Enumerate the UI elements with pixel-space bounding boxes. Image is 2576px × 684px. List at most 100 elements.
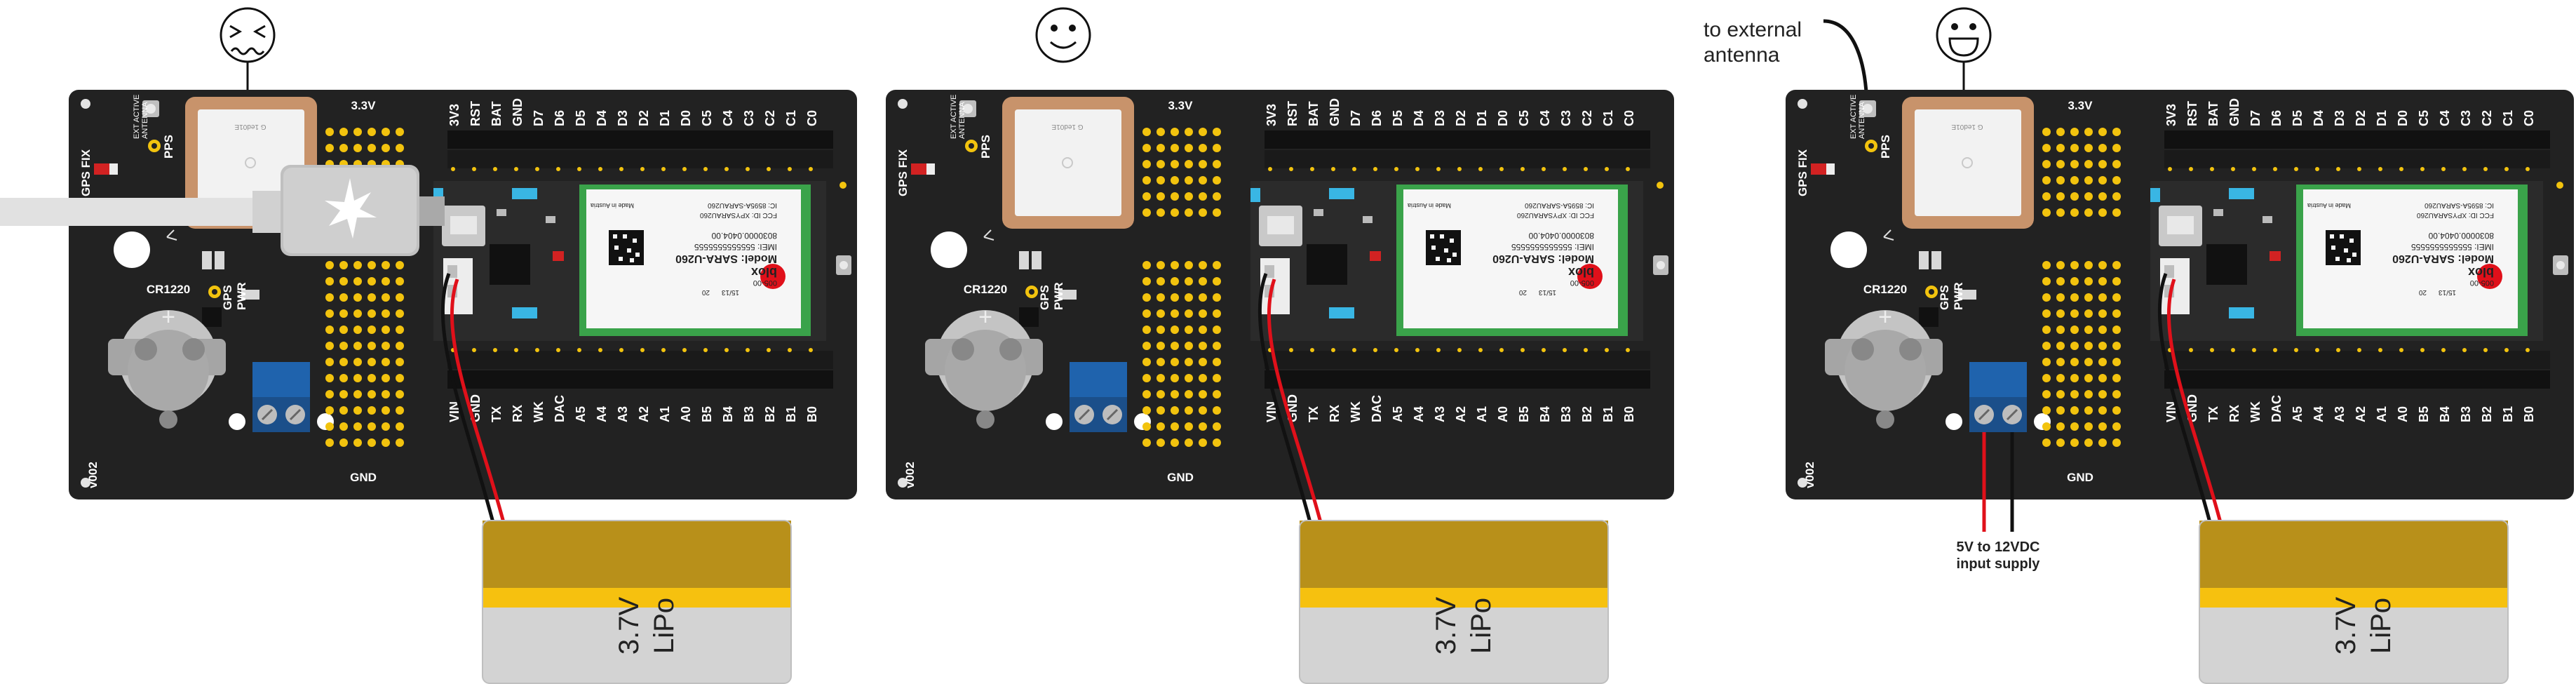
pin-label-bottom: A3 [2333,406,2347,422]
gps-pwr-label-1: GPS [1938,285,1951,310]
pin-label-top: D4 [1412,110,1426,126]
pin-label-bottom: B1 [1601,406,1615,422]
modem-imei-text: IMEI: 5555555555555 [1511,242,1594,252]
pin-label-top: C1 [784,110,798,126]
coin-cell-label: CR1220 [1863,283,1907,296]
pin-label-bottom: WK [1349,401,1363,422]
coin-plus: + [161,304,175,330]
coin-plus: + [978,304,992,330]
lipo-battery: 3.7V LiPo [1299,520,1609,684]
pin-label-bottom: TX [2206,406,2220,422]
pin-label-top: D4 [2312,110,2326,126]
ext-antenna-label-1: EXT ACTIVE [950,95,958,139]
modem-model-text: Model: SARA-U260 [675,253,777,264]
pin-label-top: D7 [532,110,546,126]
modem-ic-text: IC: 8595A-SARAU260 [2425,201,2494,209]
pin-label-top: BAT [490,101,504,126]
panel-dc-powered: to external antenna GPS FIX EXT ACTIVE A… [1704,7,2575,684]
pin-label-top: D3 [2333,110,2347,126]
pin-label-bottom: A5 [574,406,588,422]
pin-label-bottom: B5 [2417,406,2431,422]
pin-label-bottom: DAC [553,395,567,422]
ext-antenna-label-1: EXT ACTIVE [1849,95,1858,139]
pin-label-bottom: A4 [1412,406,1426,422]
modem-rev-text: 20 [701,288,710,296]
pin-label-bottom: RX [2227,405,2241,422]
pin-label-bottom: B5 [1517,406,1531,422]
pin-label-bottom: A5 [1391,406,1405,422]
pin-label-top: C2 [763,110,777,126]
pin-label-bottom: RX [511,405,525,422]
pin-label-bottom: TX [490,406,504,422]
modem-fcc-text: FCC ID: XPYSARAU260 [700,211,777,219]
board-labels: GPS FIX EXT ACTIVE ANTENNA PPS GPS PWR C… [1796,95,2093,488]
pin-label-bottom: A2 [1454,406,1468,422]
pin-label-bottom: B0 [2522,406,2536,422]
pin-label-top: BAT [2206,101,2220,126]
modem-ic-text: IC: 8595A-SARAU260 [708,201,777,209]
pin-label-top: C0 [1622,110,1636,126]
pin-label-top: C1 [2501,110,2515,126]
battery-voltage-label: 3.7V [1431,597,1462,655]
pin-label-bottom: A4 [2312,406,2326,422]
pin-label-bottom: A3 [616,406,630,422]
pin-label-bottom: B5 [700,406,714,422]
pin-label-top: D1 [2375,110,2389,126]
pin-label-top: C4 [1538,110,1552,126]
gps-module-text: G 1ed01E [1951,123,1983,130]
modem-made-text: Made in Austria [1408,202,1451,209]
version-label: v002 [86,462,100,488]
version-label: v002 [903,462,917,488]
ext-antenna-label-2: ANTENNA [1858,102,1866,139]
modem-imei-text: IMEI: 5555555555555 [694,242,777,252]
pin-label-bottom: A1 [658,406,672,422]
pin-label-top: D4 [595,110,609,126]
pin-label-bottom: B3 [2459,406,2473,422]
lipo-battery: 3.7V LiPo [482,520,792,684]
gps-fix-label: GPS FIX [896,149,910,196]
pin-label-top: D7 [2248,110,2263,126]
pin-label-top: D0 [1496,110,1510,126]
ext-antenna-label-2: ANTENNA [141,102,149,139]
pin-label-bottom: A3 [1433,406,1447,422]
modem-serial-text: 8030000.0404.00 [711,231,777,241]
lipo-battery: 3.7V LiPo [2199,520,2509,684]
pin-label-top: D3 [616,110,630,126]
pps-label: PPS [162,135,175,159]
pin-label-bottom: TX [1307,406,1321,422]
pin-label-bottom: B1 [2501,406,2515,422]
modem-code-text: 005-00 [1570,279,1594,287]
rail-gnd-label: GND [1167,471,1194,484]
gps-pwr-label-1: GPS [221,285,234,310]
pin-label-bottom: DAC [2270,395,2284,422]
pin-label-top: C2 [1580,110,1594,126]
modem-date-text: 15/13 [722,288,739,296]
modem-made-text: Made in Austria [2307,202,2351,209]
pin-label-top: D5 [574,110,588,126]
rail-3v3-label: 3.3V [1168,99,1194,112]
pin-label-top: D2 [2354,110,2368,126]
pin-label-top: C3 [2459,110,2473,126]
battery-chem-label: LiPo [649,598,680,654]
smiley-face-icon [1035,7,1091,63]
pin-label-bottom: B2 [2480,406,2494,422]
pin-label-bottom: B3 [1559,406,1573,422]
gps-module-text: G 1ed01E [234,123,266,130]
pin-label-top: D2 [637,110,651,126]
pin-label-top: GND [511,98,525,126]
pin-label-bottom: B4 [1538,406,1552,422]
battery-wires [440,273,507,528]
grinning-face-icon [1936,7,1992,63]
pin-label-top: C5 [700,110,714,126]
pin-label-top: 3V3 [447,104,461,126]
panel-usb-powered: GPS FIX EXT ACTIVE ANTENNA PPS GPS PWR C… [0,7,858,684]
rail-3v3-label: 3.3V [2068,99,2093,112]
pin-label-top: 3V3 [1265,104,1279,126]
pin-label-bottom: B2 [763,406,777,422]
